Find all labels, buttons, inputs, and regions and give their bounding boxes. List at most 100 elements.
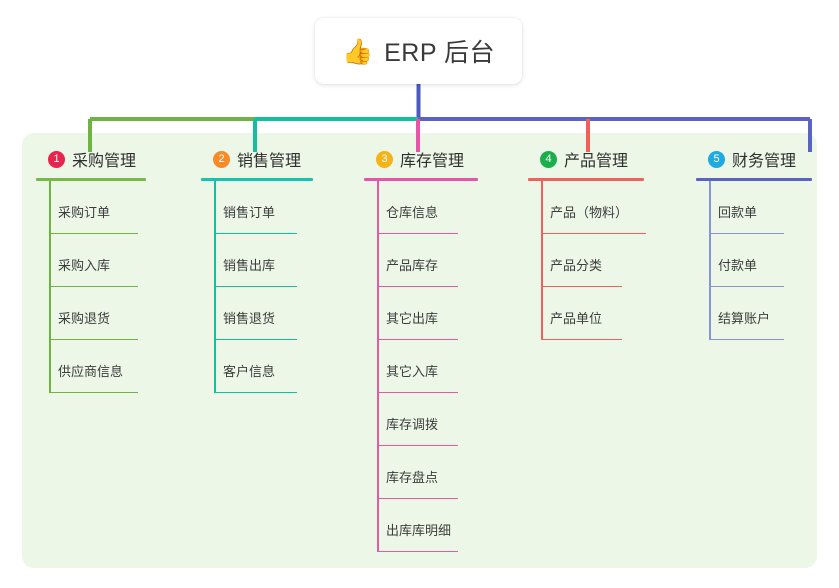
leaf-node[interactable]: 付款单 [696,234,812,287]
branch-title-1: 采购管理 [72,153,137,170]
leaf-rule [378,338,458,340]
branch-items-4: 产品（物料） 产品分类产品单位 [528,181,646,340]
leaf-node[interactable]: 产品分类 [528,234,644,287]
leaf-node[interactable]: 仓库信息 [364,181,478,234]
branch-column-1: 1 采购管理采购订单采购入库采购退货供应商信息 [36,146,146,393]
leaf-label: 其它出库 [386,311,439,326]
leaf-label: 销售订单 [223,205,276,220]
leaf-node[interactable]: 库存盘点 [364,446,478,499]
branch-badge-2: 2 [213,150,230,168]
leaf-node[interactable]: 销售订单 [201,181,313,234]
branch-column-5: 5 财务管理回款单付款单结算账户 [696,146,812,340]
leaf-rule [378,391,458,393]
leaf-label: 库存盘点 [386,470,439,485]
thumbs-up-icon: 👍 [341,36,374,66]
leaf-label: 采购入库 [58,258,111,273]
leaf-rule [50,391,138,393]
branch-title-3: 库存管理 [400,153,465,170]
branch-spine-5 [709,181,711,340]
branch-column-3: 3 库存管理仓库信息产品库存其它出库其它入库库存调拨库存盘点出库库明细 [364,146,478,552]
leaf-rule [542,285,622,287]
leaf-label: 产品（物料） [550,205,629,220]
branch-title-4: 产品管理 [564,153,629,170]
branch-badge-4: 4 [540,150,557,168]
root-node[interactable]: 👍 ERP 后台 [315,18,522,84]
leaf-rule [378,285,458,287]
leaf-node[interactable]: 结算账户 [696,287,812,340]
branch-header-3[interactable]: 3 库存管理 [364,146,478,172]
branch-spine-2 [214,181,216,393]
leaf-rule [378,444,458,446]
leaf-rule [542,338,622,340]
leaf-label: 产品库存 [386,258,439,273]
leaf-label: 产品分类 [550,258,603,273]
leaf-rule [710,232,784,234]
branch-header-4[interactable]: 4 产品管理 [528,146,644,172]
branch-header-5[interactable]: 5 财务管理 [696,146,812,172]
leaf-node[interactable]: 销售退货 [201,287,313,340]
leaf-label: 回款单 [718,205,758,220]
leaf-node[interactable]: 回款单 [696,181,812,234]
leaf-node[interactable]: 销售出库 [201,234,313,287]
leaf-rule [215,285,297,287]
leaf-label: 结算账户 [718,311,771,326]
leaf-node[interactable]: 其它出库 [364,287,478,340]
branch-title-5: 财务管理 [732,153,797,170]
branch-spine-3 [377,181,379,552]
leaf-node[interactable]: 客户信息 [201,340,313,393]
leaf-label: 采购订单 [58,205,111,220]
leaf-label: 采购退货 [58,311,111,326]
leaf-rule [710,285,784,287]
leaf-label: 出库库明细 [386,523,452,538]
branch-rule-1 [36,178,146,181]
leaf-rule [50,338,138,340]
leaf-rule [215,232,297,234]
leaf-label: 仓库信息 [386,205,439,220]
leaf-node[interactable]: 库存调拨 [364,393,478,446]
branch-rule-5 [696,178,812,181]
leaf-label: 销售出库 [223,258,276,273]
leaf-node[interactable]: 供应商信息 [36,340,146,393]
leaf-rule [50,285,138,287]
leaf-node[interactable]: 产品（物料） [528,181,646,234]
branch-header-1[interactable]: 1 采购管理 [36,146,146,172]
leaf-node[interactable]: 采购入库 [36,234,146,287]
branch-header-2[interactable]: 2 销售管理 [201,146,313,172]
branch-items-2: 销售订单销售出库销售退货客户信息 [201,181,313,393]
branch-spine-4 [541,181,543,340]
leaf-label: 客户信息 [223,364,276,379]
leaf-rule [378,497,458,499]
branch-items-5: 回款单付款单结算账户 [696,181,812,340]
branch-title-2: 销售管理 [237,153,302,170]
leaf-rule [215,338,297,340]
branch-items-3: 仓库信息产品库存其它出库其它入库库存调拨库存盘点出库库明细 [364,181,478,552]
leaf-rule [50,232,138,234]
leaf-label: 库存调拨 [386,417,439,432]
leaf-rule [378,232,458,234]
leaf-node[interactable]: 出库库明细 [364,499,478,552]
branch-rule-4 [528,178,644,181]
leaf-node[interactable]: 产品库存 [364,234,478,287]
branch-items-1: 采购订单采购入库采购退货供应商信息 [36,181,146,393]
leaf-rule [542,232,646,234]
root-node-content: 👍 ERP 后台 [342,33,495,69]
branch-rule-3 [364,178,478,181]
branch-column-2: 2 销售管理销售订单销售出库销售退货客户信息 [201,146,313,393]
leaf-node[interactable]: 采购退货 [36,287,146,340]
branch-spine-1 [49,181,51,393]
leaf-label: 供应商信息 [58,364,124,379]
leaf-node[interactable]: 产品单位 [528,287,644,340]
leaf-label: 付款单 [718,258,758,273]
leaf-node[interactable]: 其它入库 [364,340,478,393]
branch-badge-5: 5 [708,150,725,168]
leaf-label: 销售退货 [223,311,276,326]
leaf-node[interactable]: 采购订单 [36,181,146,234]
branch-badge-3: 3 [376,150,393,168]
branch-badge-1: 1 [48,150,65,168]
diagram-background-panel [22,133,817,568]
leaf-rule [710,338,784,340]
branch-rule-2 [201,178,313,181]
leaf-label: 产品单位 [550,311,603,326]
branch-column-4: 4 产品管理产品（物料） 产品分类产品单位 [528,146,646,340]
